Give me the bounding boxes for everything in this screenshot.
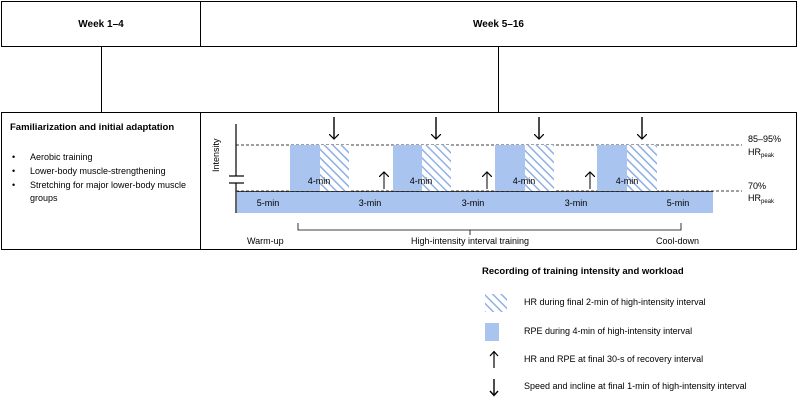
hatched-bar-icon [485,294,507,312]
solid-bar-icon [485,323,499,341]
familiarization-list: Aerobic training Lower-body muscle-stren… [10,151,195,206]
up-arrow-icon [489,350,499,368]
legend-text: HR during final 2-min of high-intensity … [524,297,706,307]
down-arrow-icon [489,379,499,397]
legend-item-up-arrow: HR and RPE at final 30-s of recovery int… [482,350,792,370]
week-1-4-header: Week 1–4 [1,1,201,47]
legend-item-hatched: HR during final 2-min of high-intensity … [482,293,792,313]
legend-title: Recording of training intensity and work… [482,266,684,277]
week-5-16-label: Week 5–16 [473,18,524,30]
familiarization-title: Familiarization and initial adaptation [10,122,175,133]
week-5-16-header: Week 5–16 [200,1,797,47]
protocol-box [200,112,797,250]
legend-item-down-arrow: Speed and incline at final 1-min of high… [482,377,792,397]
list-item: Aerobic training [10,151,195,164]
connector-week-1-4 [101,47,102,112]
legend-text: RPE during 4-min of high-intensity inter… [524,326,693,336]
legend-item-solid: RPE during 4-min of high-intensity inter… [482,322,792,342]
week-1-4-label: Week 1–4 [78,18,124,30]
legend-text: Speed and incline at final 1-min of high… [524,381,747,391]
list-item: Lower-body muscle-strengthening [10,165,195,178]
connector-week-5-16 [498,47,499,112]
list-item: Stretching for major lower-body muscle g… [10,179,195,205]
legend-text: HR and RPE at final 30-s of recovery int… [524,354,704,364]
